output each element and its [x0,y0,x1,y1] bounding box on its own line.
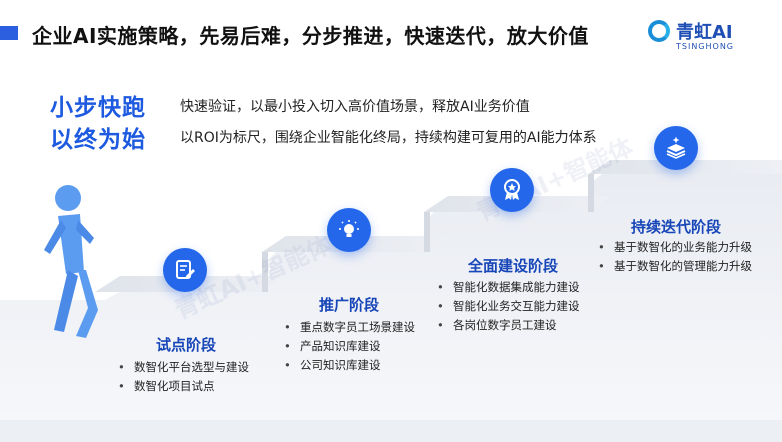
list-item: 重点数字员工场景建设 [284,318,415,337]
stair-riser-1 [262,252,268,292]
logo-sub-text: TSINGHONG [676,42,735,51]
stair-floor-shadow [0,420,782,442]
stage-title-pilot: 试点阶段 [156,336,217,354]
list-item: 基于数智化的业务能力升级 [598,238,752,257]
stair-riser-3 [588,174,594,212]
list-item: 产品知识库建设 [284,337,415,356]
stage-title-promotion: 推广阶段 [319,296,380,314]
stage-title-iteration: 持续迭代阶段 [631,218,722,236]
page-title: 企业AI实施策略，先易后难，分步推进，快速迭代，放大价值 [32,24,589,48]
brand-logo: 青虹AI TSINGHONG [648,18,768,58]
edit-document-icon [163,248,207,292]
list-item: 公司知识库建设 [284,356,415,375]
walking-person-icon [44,185,98,338]
list-item: 数智化平台选型与建设 [118,358,249,377]
list-item: 智能化数据集成能力建设 [437,278,580,297]
stage-title-full-build: 全面建设阶段 [468,257,559,275]
stair-riser-2 [424,212,430,252]
logo-brand-text: 青虹AI [676,22,733,43]
logo-ring-icon [648,20,670,42]
stage-list-promotion: 重点数字员工场景建设 产品知识库建设 公司知识库建设 [284,318,415,375]
layers-stack-icon [654,126,698,170]
description-line-2: 以ROI为标尺，围绕企业智能化终局，持续构建可复用的AI能力体系 [180,130,597,146]
title-bar: 企业AI实施策略，先易后难，分步推进，快速迭代，放大价值 [0,16,600,50]
lightbulb-icon [327,208,371,252]
list-item: 智能化业务交互能力建设 [437,297,580,316]
title-accent-bar [0,26,18,40]
stage-list-iteration: 基于数智化的业务能力升级 基于数智化的管理能力升级 [598,238,752,276]
award-badge-icon [490,168,534,212]
slogan-line-2: 以终为始 [50,127,146,153]
stage-list-pilot: 数智化平台选型与建设 数智化项目试点 [118,358,249,396]
stage-list-full-build: 智能化数据集成能力建设 智能化业务交互能力建设 各岗位数字员工建设 [437,278,580,335]
slogan-line-1: 小步快跑 [50,95,146,121]
list-item: 数智化项目试点 [118,377,249,396]
list-item: 基于数智化的管理能力升级 [598,257,752,276]
list-item: 各岗位数字员工建设 [437,316,580,335]
description-line-1: 快速验证，以最小投入切入高价值场景，释放AI业务价值 [180,99,530,115]
